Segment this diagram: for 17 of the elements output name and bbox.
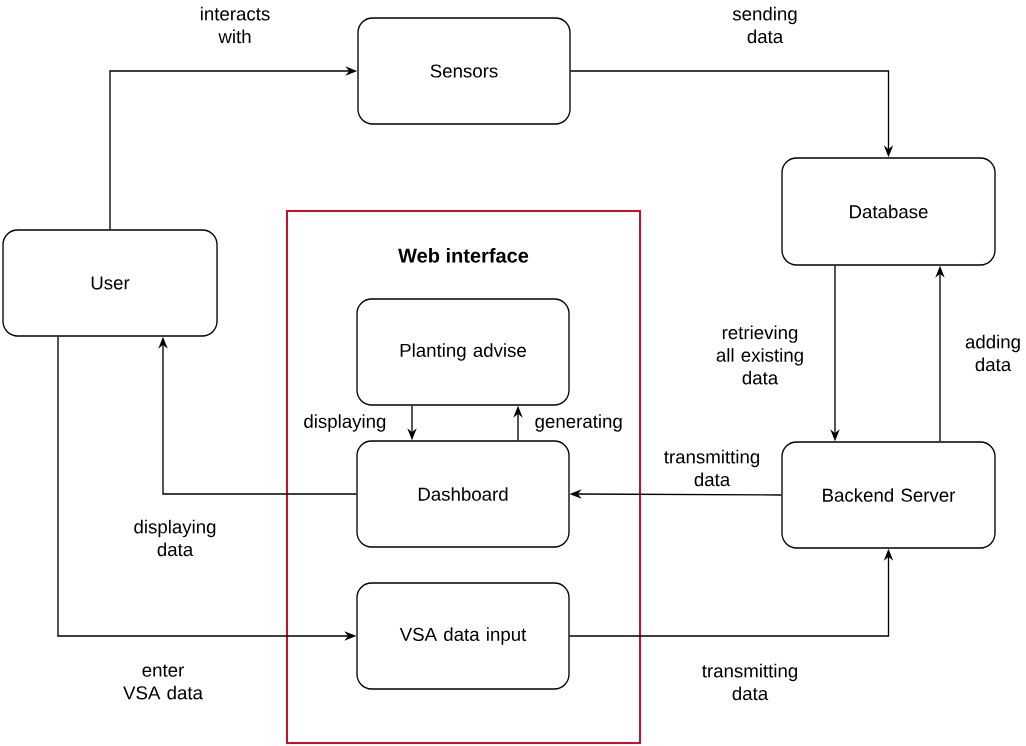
process-box: Dashboard xyxy=(356,440,570,548)
process-box: Backend Server xyxy=(781,441,996,549)
edge-label: enter VSA data xyxy=(123,664,203,700)
process-box: Planting advise xyxy=(356,298,570,406)
process-box: Database xyxy=(781,157,996,266)
process-box: Sensors xyxy=(357,17,571,125)
edge-label: transmitting data xyxy=(664,449,760,487)
edge-label: retrieving all existing data xyxy=(716,325,803,385)
edge-label: transmitting data xyxy=(702,663,798,701)
process-box: User xyxy=(2,229,218,337)
edge-label: displaying data xyxy=(134,519,216,557)
edge-label: sending data xyxy=(732,6,797,44)
edge-label: generating xyxy=(535,414,622,432)
edge-label: displaying xyxy=(304,414,386,432)
edge-label: adding data xyxy=(965,334,1020,372)
edge-label: interacts with xyxy=(201,6,270,44)
process-box: VSA data input xyxy=(356,582,570,690)
